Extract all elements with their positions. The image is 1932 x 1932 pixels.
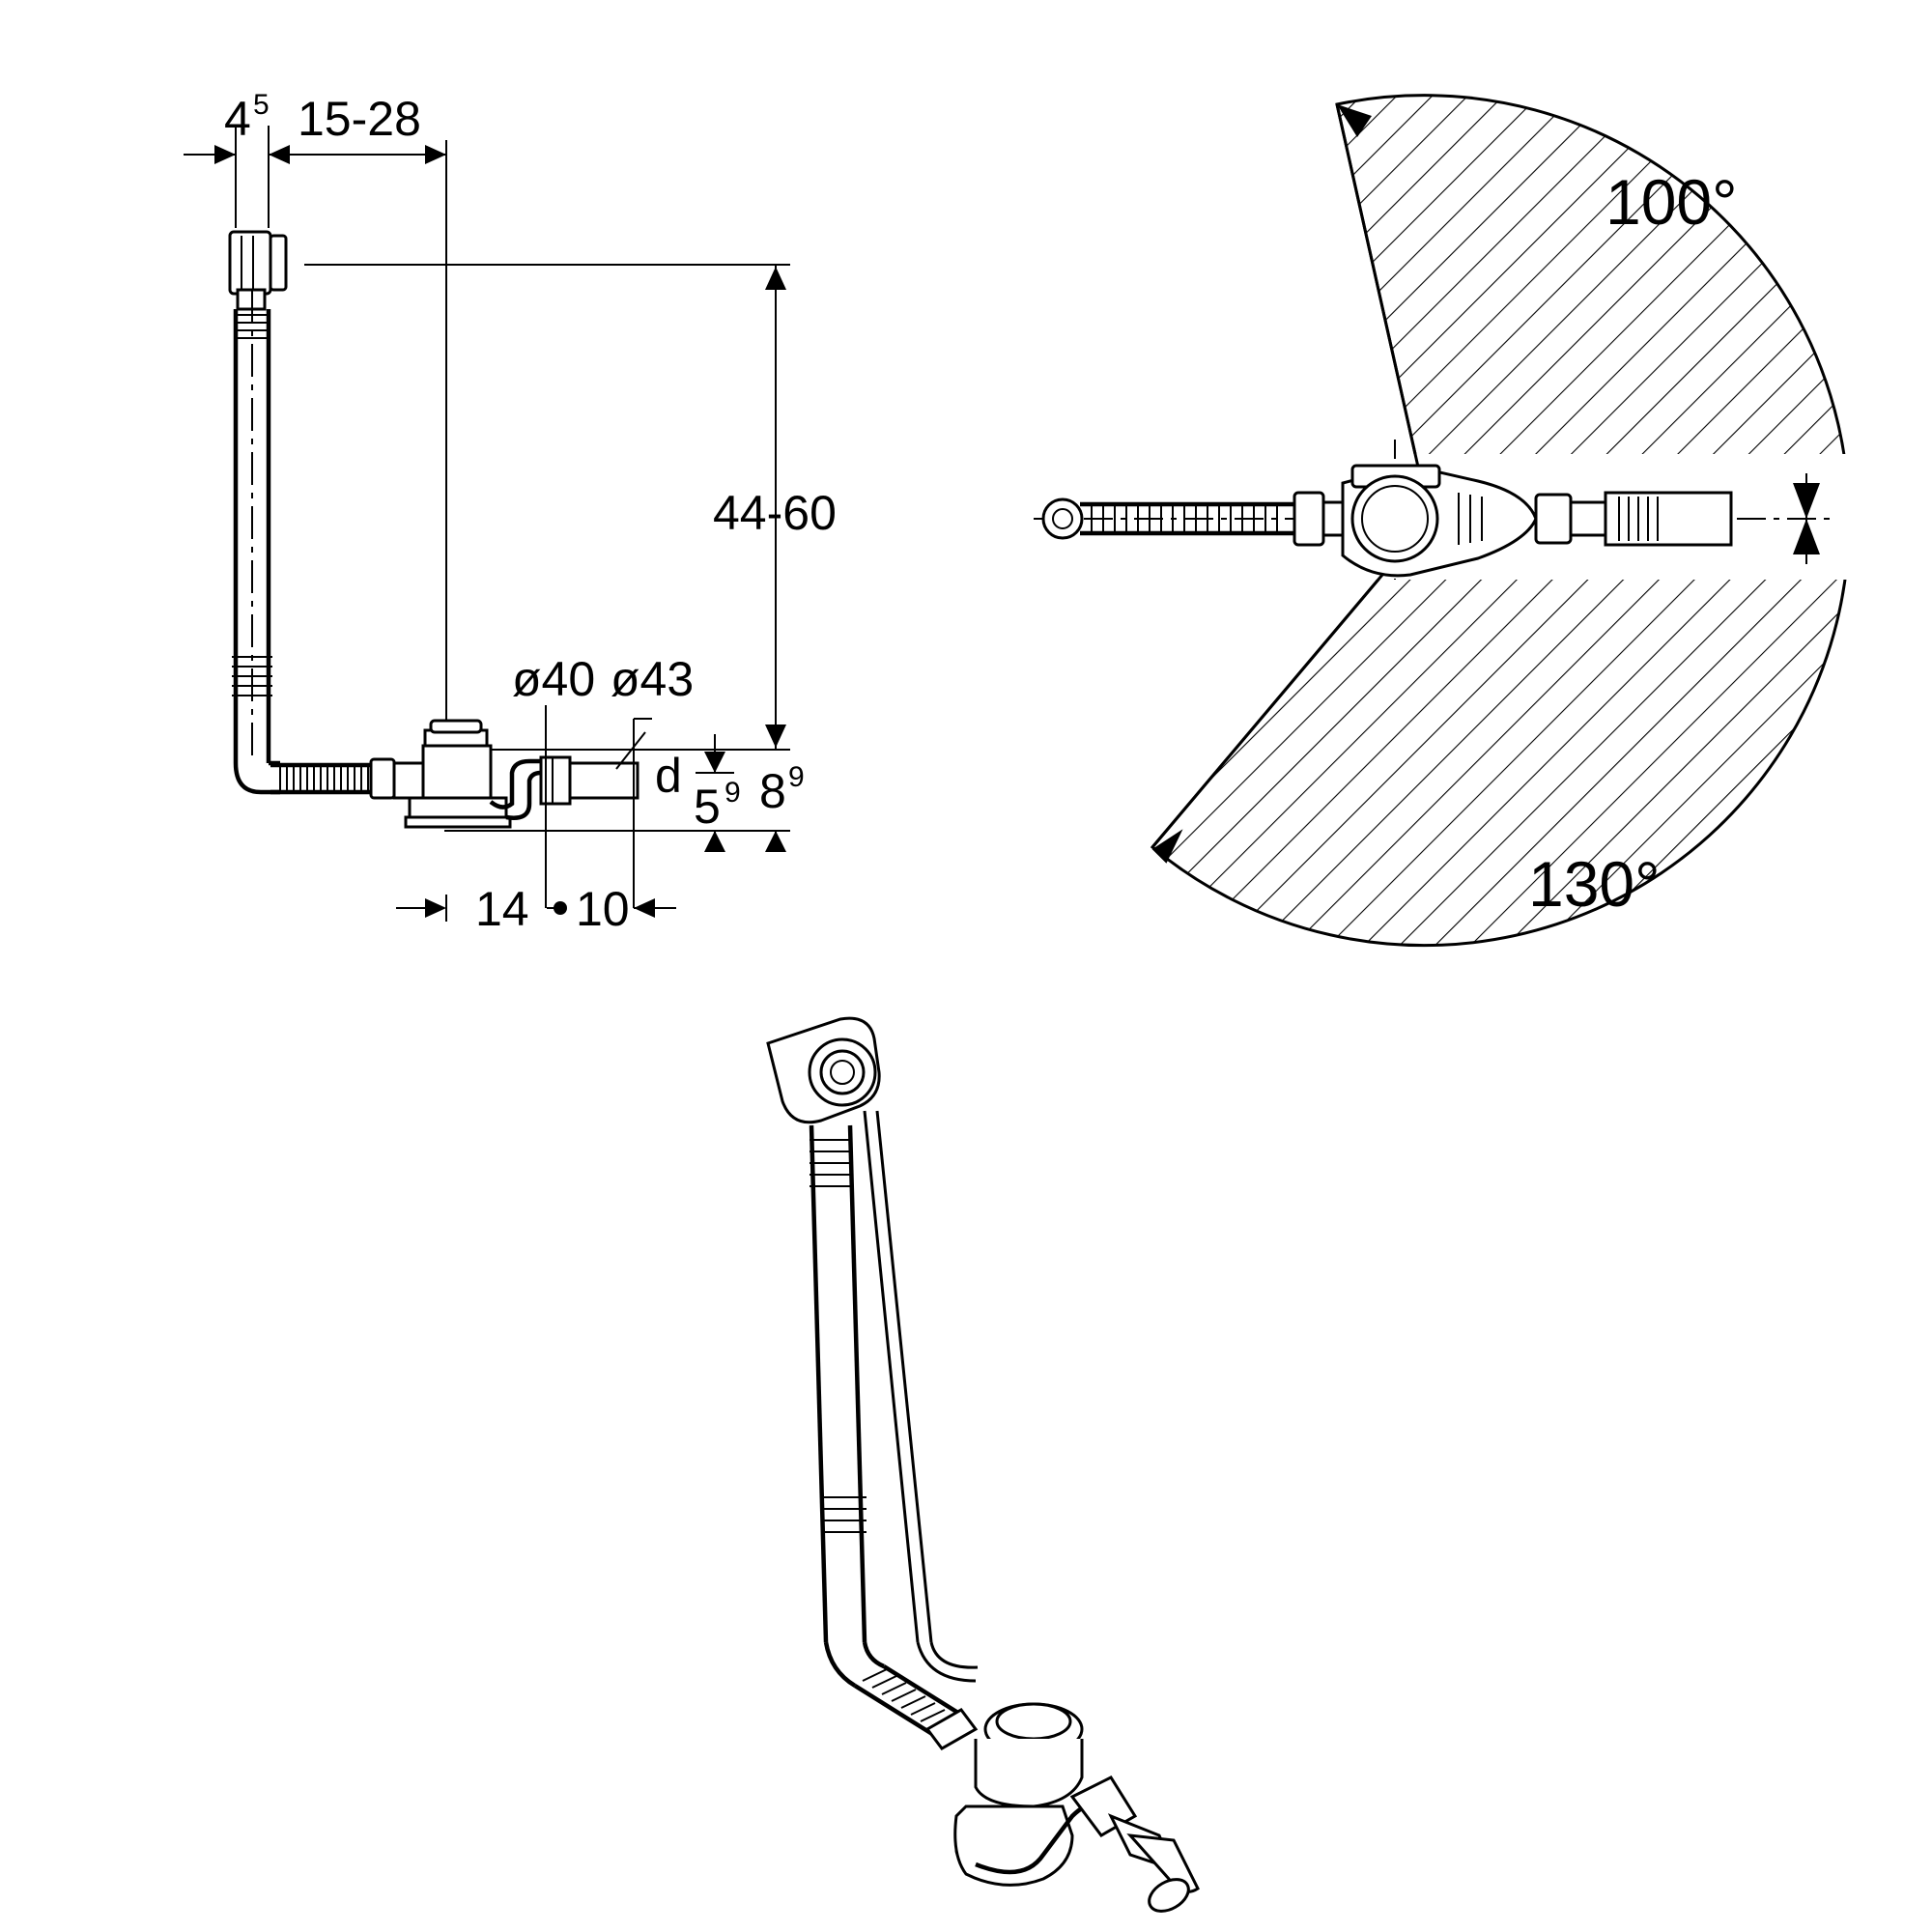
dim-overflow-depth-sup: 5 (253, 89, 270, 121)
dim-h89: 8 (759, 764, 786, 818)
dimension-arrows (214, 145, 786, 918)
angle-lower-label: 130° (1528, 848, 1661, 920)
dim-h89-sup: 9 (788, 761, 805, 793)
dim-10: 10 (576, 882, 630, 936)
dim-h59: 5 (694, 780, 721, 834)
persp-hose (853, 1664, 979, 1750)
overflow-head (228, 230, 288, 339)
top-hose (1041, 491, 1345, 547)
perspective-view (766, 1016, 1200, 1913)
drain-body (392, 719, 639, 829)
dim-offset-range: 15-28 (298, 92, 421, 146)
dim-overflow-depth: 4 (224, 92, 251, 146)
dim-dia-43: ø43 (611, 652, 694, 706)
persp-drain (953, 1702, 1200, 1913)
side-view: 4 5 15-28 44-60 ø40 ø43 d 5 9 8 9 14 10 (184, 89, 837, 936)
persp-pipes (809, 1110, 979, 1688)
corrugated-hose (270, 757, 396, 800)
top-view: 100° 130° (1034, 94, 1864, 948)
pipe-corrugation (232, 656, 272, 696)
dim-height-range: 44-60 (713, 486, 837, 540)
dim-14: 14 (475, 882, 529, 936)
angle-upper-label: 100° (1605, 166, 1738, 238)
dim-dia-40: ø40 (512, 652, 595, 706)
overflow-pipe (232, 290, 280, 795)
dim-d: d (655, 749, 682, 803)
persp-overflow-head (766, 1016, 881, 1124)
dim-h59-sup: 9 (724, 777, 741, 809)
rotation-sector-outline (1150, 94, 1851, 948)
top-drain-body (1341, 464, 1733, 578)
dimension-labels: 4 5 15-28 44-60 ø40 ø43 d 5 9 8 9 14 10 (224, 89, 837, 936)
